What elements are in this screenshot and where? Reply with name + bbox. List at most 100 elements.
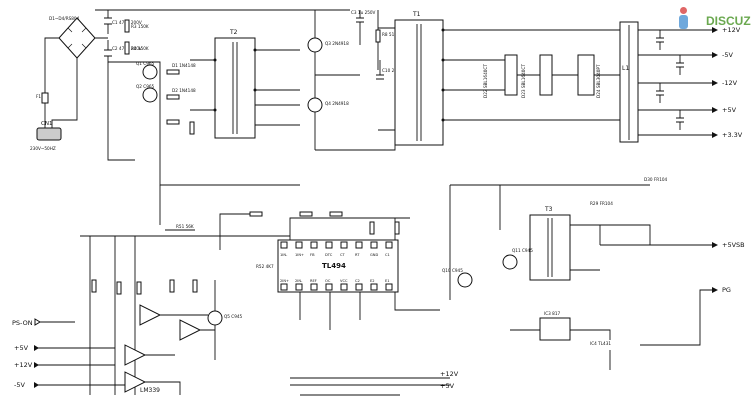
tl494-pin-label: 2IN- <box>295 279 303 283</box>
tl494-pin-box <box>310 283 318 291</box>
q4-label: Q4 2N4918 <box>325 101 349 106</box>
tl494-pin-box <box>280 283 288 291</box>
r4-label: R4 150K <box>131 46 149 51</box>
q10-transistor <box>457 272 473 288</box>
bridge-rectifier <box>58 17 96 59</box>
tl494-pin-label: OC <box>325 279 331 283</box>
q1-transistor <box>142 64 158 80</box>
t3-transformer <box>529 214 571 281</box>
standby-supply: T3 Q10 C945 Q11 C945 IC3 817 IC4 TL431 D… <box>442 177 745 370</box>
d24-rectifier <box>577 54 595 96</box>
d18-label: D1 1N4148 <box>172 63 196 68</box>
mains-voltage-label: 230V~50HZ <box>30 146 56 151</box>
d24-label: D24 SBL3040PT <box>596 64 601 98</box>
r52-label: R52 4K7 <box>256 264 274 269</box>
mains-connector <box>36 127 62 141</box>
t3-label: T3 <box>544 206 553 213</box>
tl494-label: TL494 <box>322 262 346 270</box>
d19-label: D2 1N4148 <box>172 88 196 93</box>
comparator-3 <box>124 371 147 393</box>
tl494-pin-label: RT <box>355 253 360 257</box>
primary-half-bridge: Q1 C965 Q2 C965 D1 1N4148 D2 1N4148 T2 Q… <box>107 9 480 186</box>
tl494-pin-box <box>280 241 288 249</box>
tl494-pin-box <box>385 241 393 249</box>
rail-plus12-label: +12V <box>440 370 459 378</box>
q11-label: Q11 C945 <box>512 248 533 253</box>
q11-transistor <box>502 254 518 270</box>
q5-transistor <box>207 310 223 326</box>
connector-label: CN1 <box>41 121 52 127</box>
logo-text: DISCUZ! <box>706 14 751 28</box>
tl494-pin-label: VCC <box>340 279 348 283</box>
d22-label: D22 SBL1640CT <box>483 64 488 98</box>
tl494-pin-box <box>340 241 348 249</box>
t1-label: T1 <box>412 11 421 18</box>
q5-label: Q5 C945 <box>224 314 243 319</box>
out-minus12-label: -12V <box>722 79 738 87</box>
ic3-label: IC3 817 <box>544 311 560 316</box>
tl494-pin-box <box>370 241 378 249</box>
c10-label: C10 2n2 <box>382 68 400 73</box>
q4-transistor <box>307 97 323 113</box>
q2-transistor <box>142 87 158 103</box>
lm339-supervisor: LM339 Q5 C945 R51 56K R52 4K7 PS-ON +5V+… <box>12 224 290 395</box>
l1-label: L1 <box>622 65 629 72</box>
r51-label: R51 56K <box>176 224 194 229</box>
d23-label: D23 SBL1640CT <box>521 64 526 98</box>
left-inputs: +5V +12V -5V <box>14 344 39 389</box>
d23-rectifier <box>539 54 553 96</box>
discuz-logo: DISCUZ! <box>676 5 751 41</box>
tl494-pin-label: GND <box>370 253 378 257</box>
tl494-pin-label: DTC <box>325 253 333 257</box>
left-input-label: +5V <box>14 344 29 352</box>
q3-label: Q3 2N4918 <box>325 41 349 46</box>
logo-figure-icon <box>676 7 692 33</box>
q10-label: Q10 C945 <box>442 268 463 273</box>
tl494-pin-label: CT <box>340 253 346 257</box>
out-plus5-label: +5V <box>722 106 737 114</box>
left-input-label: +12V <box>14 361 33 369</box>
tl494-ic <box>277 239 399 293</box>
tl494-pin-box <box>340 283 348 291</box>
tl494-pin-label: E2 <box>370 279 375 283</box>
tl494-pin-label: 1IN- <box>280 253 288 257</box>
t1-transformer <box>394 19 444 146</box>
ps-on-label: PS-ON <box>12 319 33 327</box>
tl494-pin-label: 2IN+ <box>280 279 289 283</box>
comparator-4 <box>179 319 202 341</box>
left-input-arrow <box>34 382 39 388</box>
tl431-label: IC4 TL431 <box>590 341 611 346</box>
t2-label: T2 <box>229 29 238 36</box>
lm339-label: LM339 <box>140 387 160 394</box>
fuse-label: F1 <box>36 94 41 99</box>
ic3-optocoupler <box>539 317 571 341</box>
out-plus12-label: +12V <box>722 26 741 34</box>
tl494-pin-box <box>325 283 333 291</box>
tl494-pin-box <box>355 241 363 249</box>
q2-label: Q2 C965 <box>136 84 155 89</box>
bottom-rails: +12V +5V <box>290 370 459 396</box>
q1-label: Q1 C965 <box>136 61 155 66</box>
mains-input: D1~D4/RS804 F1 CN1 230V~50HZ C1 470u 200… <box>30 9 149 151</box>
tl494-pin-box <box>310 241 318 249</box>
tl494-pin-box <box>325 241 333 249</box>
tl494-pin-label: C2 <box>355 279 360 283</box>
tl494-pin-box <box>370 283 378 291</box>
d22-rectifier <box>504 54 518 96</box>
comparator-2 <box>124 344 147 366</box>
tl494-pin-box <box>295 241 303 249</box>
left-input-arrow <box>34 345 39 351</box>
left-input-label: -5V <box>14 381 25 389</box>
r29-label: R29 FR104 <box>590 201 613 206</box>
secondary-outputs: D22 SBL1640CT D23 SBL1640CT D24 SBL3040P… <box>480 21 743 143</box>
tl494-pin-box <box>385 283 393 291</box>
tl494-pin-box <box>355 283 363 291</box>
r3-label: R3 150K <box>131 24 149 29</box>
comparator-1 <box>139 304 162 326</box>
bridge-label: D1~D4/RS804 <box>49 16 80 21</box>
q3-transistor <box>307 37 323 53</box>
tl494-pin-label: REF <box>310 279 317 283</box>
out-minus5-label: -5V <box>722 51 733 59</box>
